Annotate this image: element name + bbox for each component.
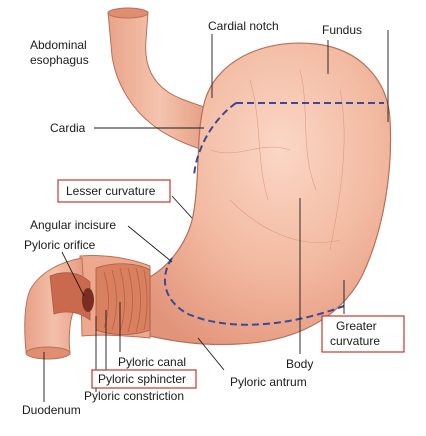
pyloric-interior (95, 263, 151, 335)
esophagus-tube (107, 11, 213, 151)
label-fundus: Fundus (322, 23, 362, 37)
pyloric-folds (103, 267, 148, 333)
label-box-greater-curvature (321, 315, 405, 353)
region-borders (164, 102, 384, 326)
label-abdominal-esophagus-1: Abdominal (30, 38, 87, 52)
label-cardia: Cardia (50, 121, 86, 135)
esophagus-opening (107, 7, 149, 19)
label-lesser-curvature: Lesser curvature (66, 184, 156, 198)
label-abdominal-esophagus-2: esophagus (30, 53, 89, 67)
label-pyloric-orifice: Pyloric orifice (24, 238, 96, 252)
label-greater-curvature-2: curvature (330, 334, 380, 348)
label-box-pyloric-sphincter (91, 369, 197, 389)
stomach-body-shape (147, 42, 392, 346)
label-greater-curvature-1: Greater (336, 319, 377, 333)
label-body: Body (286, 357, 313, 371)
label-angular-incisure: Angular incisure (30, 218, 116, 232)
duodenum-interior (49, 272, 91, 321)
duodenum-opening (25, 346, 71, 360)
label-duodenum: Duodenum (22, 403, 81, 417)
leader-lines (43, 30, 389, 402)
label-pyloric-sphincter: Pyloric sphincter (98, 372, 186, 386)
stomach-vessels (209, 69, 345, 251)
pyloric-orifice-shape (82, 288, 94, 312)
label-pyloric-constriction: Pyloric constriction (84, 389, 184, 403)
label-pyloric-antrum: Pyloric antrum (230, 375, 307, 389)
label-pyloric-canal: Pyloric canal (118, 355, 186, 369)
label-cardial-notch: Cardial notch (208, 19, 279, 33)
label-box-lesser-curvature (57, 179, 171, 203)
